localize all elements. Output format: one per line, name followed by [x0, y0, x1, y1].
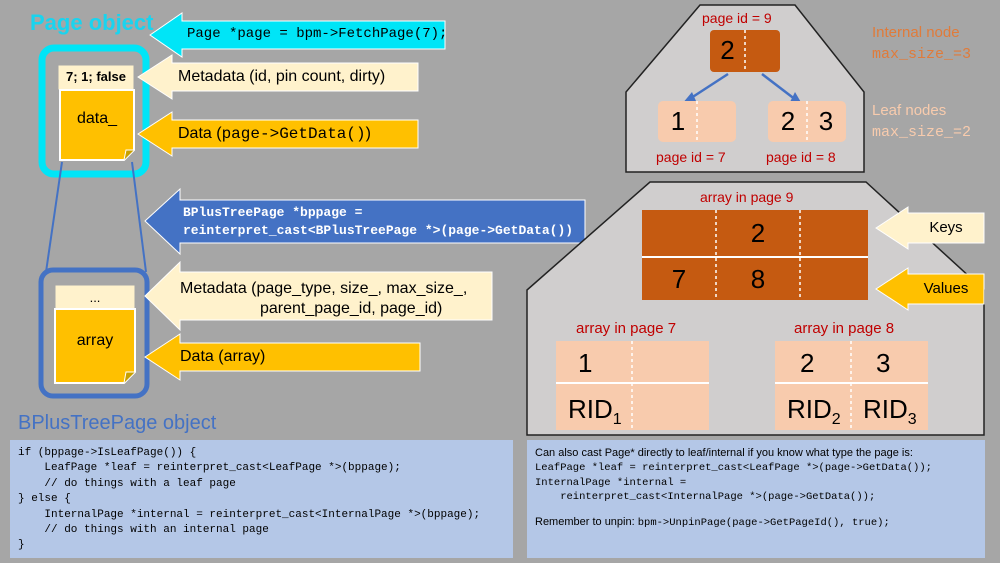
- code-block-right: Can also cast Page* directly to leaf/int…: [527, 440, 985, 558]
- cast-line-1: BPlusTreePage *bppage =: [183, 205, 363, 220]
- page9-array-title: array in page 9: [700, 189, 794, 205]
- code-line: }: [18, 539, 25, 552]
- unpin-note: Remember to unpin: bpm->UnpinPage(page->…: [535, 515, 977, 531]
- bplustreepage-frame: [38, 267, 150, 399]
- metadata-arrow: [137, 54, 419, 100]
- root-key: 2: [720, 35, 735, 65]
- bpt-data-arrow-label: Data (array): [180, 348, 266, 365]
- leaf7-key: 1: [670, 106, 686, 136]
- leaf8-page-id: page id = 8: [766, 149, 836, 165]
- page9-key: 2: [750, 218, 766, 248]
- metadata-arrow-label: Metadata (id, pin count, dirty): [178, 68, 386, 85]
- code-line: reinterpret_cast<InternalPage *>(page->G…: [535, 491, 876, 504]
- code-line: } else {: [18, 493, 71, 506]
- cast-line-2: reinterpret_cast<BPlusTreePage *>(page->…: [183, 223, 574, 238]
- bpt-metadata-line-1: Metadata (page_type, size_, max_size_,: [180, 280, 468, 297]
- code-line: if (bppage->IsLeafPage()) {: [18, 447, 197, 459]
- bpt-metadata-line-2: parent_page_id, page_id): [260, 300, 443, 317]
- page7-key: 1: [578, 348, 593, 378]
- page8-rid-1: RID2: [787, 394, 841, 429]
- rid-subscript: 1: [612, 411, 622, 429]
- keys-arrow: [875, 206, 985, 250]
- leaf8-key-a: 2: [780, 106, 796, 136]
- rid-subscript: 2: [831, 411, 841, 429]
- data-arrow: [137, 111, 419, 157]
- bplustreepage-object-title: BPlusTreePage object: [18, 412, 217, 434]
- page9-value-2: 8: [750, 264, 766, 294]
- root-page-id: page id = 9: [702, 10, 772, 26]
- data-arrow-code: page->GetData(): [221, 125, 366, 143]
- leaf7-page-id: page id = 7: [656, 149, 726, 165]
- fetch-code: Page *page = bpm->FetchPage(7);: [187, 26, 448, 42]
- page8-key-1: 2: [800, 348, 815, 378]
- page7-array-title: array in page 7: [576, 320, 677, 337]
- page7-rid: RID1: [568, 394, 622, 429]
- rid-text: RID: [568, 394, 613, 424]
- page8-rid-2: RID3: [863, 394, 917, 429]
- internal-note-line-2: max_size_=3: [872, 46, 972, 63]
- page-object-frame: [38, 44, 150, 178]
- page-meta-values: 7; 1; false: [66, 69, 126, 84]
- bpt-array-label: array: [76, 332, 114, 349]
- fetch-arrow: [149, 12, 446, 58]
- leaf8-key-b: 3: [818, 106, 834, 136]
- page9-keys-row: [642, 210, 868, 256]
- values-arrow: [875, 267, 985, 311]
- page9-values-row: [642, 258, 868, 300]
- unpin-prefix: Remember to unpin:: [535, 516, 638, 529]
- rid-subscript: 3: [907, 411, 917, 429]
- page-data-label: data_: [76, 110, 118, 127]
- rid-text: RID: [863, 394, 908, 424]
- values-label: Values: [923, 280, 969, 297]
- code-intro: Can also cast Page* directly to leaf/int…: [535, 447, 913, 459]
- page8-key-2: 3: [876, 348, 891, 378]
- bpt-metadata-arrow: [144, 260, 493, 332]
- internal-note-line-1: Internal node: [872, 24, 960, 41]
- leaf-note-line-2: max_size_=2: [872, 124, 972, 141]
- keys-label: Keys: [929, 219, 963, 236]
- data-arrow-suffix: ): [365, 125, 371, 142]
- code-line: // do things with an internal page: [18, 524, 269, 537]
- code-line: // do things with a leaf page: [18, 477, 236, 490]
- data-arrow-prefix: Data (: [178, 125, 222, 142]
- leaf-note-line-1: Leaf nodes: [872, 102, 947, 119]
- page8-array-title: array in page 8: [794, 320, 895, 337]
- code-block-left: if (bppage->IsLeafPage()) { LeafPage *le…: [10, 440, 513, 558]
- bpt-meta-values: ...: [89, 290, 101, 305]
- bpt-data-arrow: [144, 333, 421, 381]
- rid-text: RID: [787, 394, 832, 424]
- code-line: LeafPage *leaf = reinterpret_cast<LeafPa…: [18, 462, 401, 475]
- unpin-code: bpm->UnpinPage(page->GetPageId(), true);: [637, 517, 890, 530]
- cast-arrow: [144, 187, 586, 256]
- page9-value-1: 7: [671, 264, 687, 294]
- code-line: InternalPage *internal = reinterpret_cas…: [18, 508, 481, 521]
- data-arrow-label: Data (page->GetData()): [178, 125, 371, 143]
- page-object-title: Page object: [30, 10, 154, 35]
- code-line: InternalPage *internal =: [535, 476, 687, 489]
- code-line: LeafPage *leaf = reinterpret_cast<LeafPa…: [535, 461, 932, 474]
